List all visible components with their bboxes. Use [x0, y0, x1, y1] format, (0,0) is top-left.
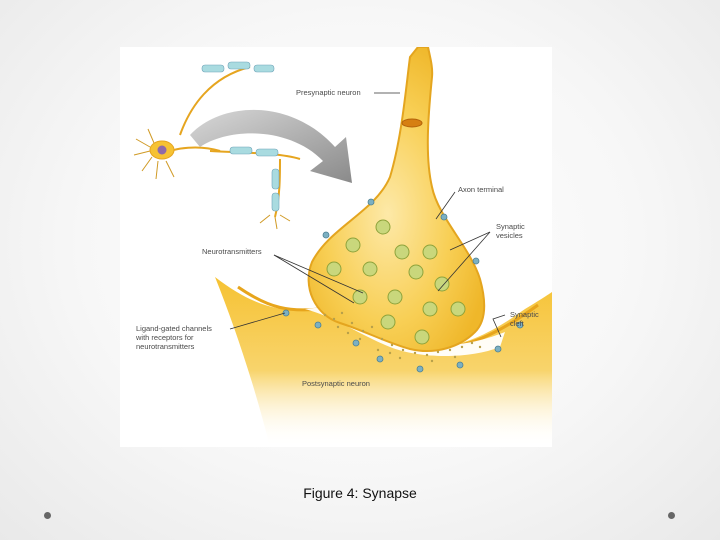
- receptor-dots: [282, 198, 524, 373]
- corner-dot-right: [668, 512, 675, 519]
- postsynaptic-neuron-shape: [215, 277, 552, 447]
- label-synaptic-vesicles-1: Synaptic: [496, 222, 525, 231]
- label-synaptic-cleft-2: cleft: [510, 319, 525, 328]
- synapse-figure: Presynaptic neuron Axon terminal Synapti…: [120, 47, 552, 447]
- synaptic-vesicles: [326, 219, 466, 345]
- label-ligand-gated-2: with receptors for: [135, 333, 194, 342]
- synapse-diagram: Presynaptic neuron Axon terminal Synapti…: [133, 47, 552, 447]
- zoom-arrow: [190, 109, 352, 183]
- label-synaptic-vesicles-2: vesicles: [496, 231, 523, 240]
- neurotransmitter-specks: [323, 311, 482, 363]
- label-synaptic-cleft-1: Synaptic: [510, 310, 539, 319]
- figure-caption: Figure 4: Synapse: [303, 485, 417, 501]
- leader-lines: [229, 92, 506, 338]
- label-postsynaptic-neuron: Postsynaptic neuron: [302, 379, 370, 388]
- label-axon-terminal: Axon terminal: [458, 185, 504, 194]
- label-ligand-gated-3: neurotransmitters: [136, 342, 195, 351]
- label-ligand-gated-1: Ligand-gated channels: [136, 324, 212, 333]
- corner-dot-left: [44, 512, 51, 519]
- label-neurotransmitters: Neurotransmitters: [202, 247, 262, 256]
- neuron-inset: [133, 61, 301, 230]
- label-presynaptic-neuron: Presynaptic neuron: [296, 88, 361, 97]
- axon-opening: [401, 118, 423, 128]
